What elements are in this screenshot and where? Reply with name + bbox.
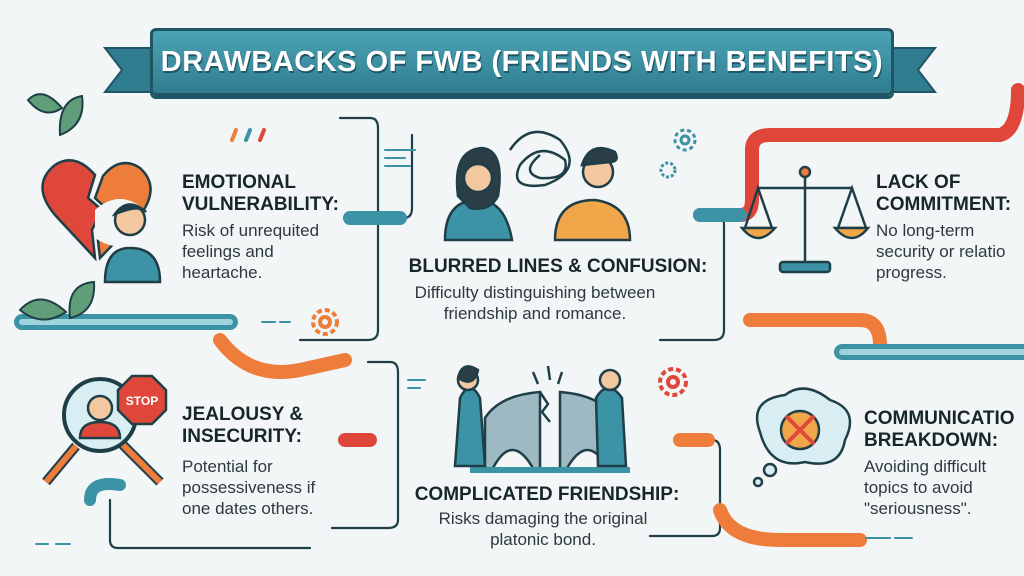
communication-heading: COMMUNICATIO BREAKDOWN: — [864, 408, 1015, 451]
friendship-text: Risks damaging the original platonic bon… — [438, 509, 648, 549]
jealousy-text: Potential for possessiveness if one date… — [182, 457, 316, 518]
accent-dashes — [230, 128, 266, 142]
communication-text: Avoiding difficult topics to avoid "seri… — [864, 457, 987, 518]
banner-tails — [102, 47, 938, 93]
jealousy-heading: JEALOUSY & INSECURITY: — [182, 404, 304, 447]
friendship-heading: COMPLICATED FRIENDSHIP: — [414, 484, 680, 505]
broken-bridge-icon — [453, 365, 630, 473]
dash-lines — [35, 149, 913, 545]
commitment-heading: LACK OF COMMITMENT: — [876, 172, 1012, 215]
gear-icons — [311, 308, 688, 397]
small-gear-icons — [659, 128, 697, 179]
emotional-text: Risk of unrequited feelings and heartach… — [182, 221, 320, 282]
ribbons — [14, 83, 1024, 547]
commitment-text: No long-term security or relatio progres… — [876, 221, 1006, 282]
stop-sign-icon — [116, 374, 168, 426]
confused-couple-icon — [443, 130, 632, 242]
scale-icon — [739, 165, 871, 274]
page-title: DRAWBACKS OF FWB (FRIENDS WITH BENEFITS) — [160, 45, 884, 78]
thought-bubble-icon — [752, 387, 852, 488]
broken-heart-icon — [41, 159, 162, 284]
blurred-heading: BLURRED LINES & CONFUSION: — [408, 256, 708, 277]
leaf-icons — [18, 93, 96, 321]
emotional-heading: EMOTIONAL VULNERABILITY: — [182, 172, 339, 215]
title-banner: DRAWBACKS OF FWB (FRIENDS WITH BENEFITS) — [150, 28, 894, 96]
blurred-text: Difficulty distinguishing between friend… — [414, 283, 656, 323]
